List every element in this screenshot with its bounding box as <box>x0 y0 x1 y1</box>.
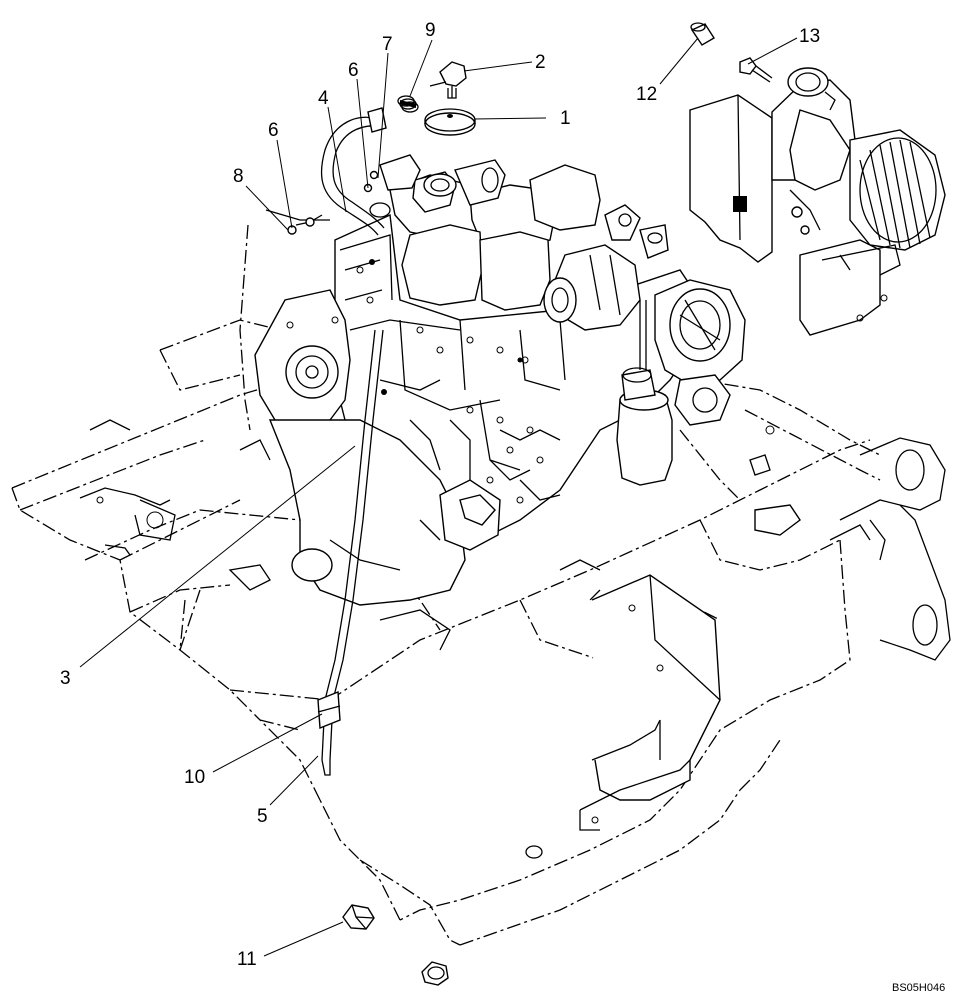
lower-linkage <box>228 425 801 651</box>
callout-1: 1 <box>560 108 571 129</box>
callout-11: 11 <box>237 949 257 970</box>
fitting-13 <box>739 57 773 83</box>
figure-id: BS05H046 <box>892 982 945 994</box>
hose-clamp <box>397 95 419 113</box>
turbocharger <box>543 204 669 331</box>
callout-8: 8 <box>233 166 244 187</box>
callout-5: 5 <box>257 806 268 827</box>
callout-10: 10 <box>184 767 205 788</box>
callout-3: 3 <box>60 668 71 689</box>
flywheel-housing <box>254 289 501 606</box>
callout-6a: 6 <box>348 60 359 81</box>
callout-2: 2 <box>535 52 546 73</box>
side-panel <box>525 574 721 859</box>
oil-fill-cap <box>424 108 476 136</box>
dipstick-tube <box>317 329 384 776</box>
rear-frame-tower <box>829 437 951 661</box>
plug-12 <box>690 22 715 46</box>
drain-fitting <box>421 961 449 986</box>
callout-9: 9 <box>425 20 436 41</box>
elbow-fitting <box>429 61 467 99</box>
bolt-11 <box>342 904 375 930</box>
callout-12: 12 <box>636 84 657 105</box>
breather-hose <box>265 107 387 236</box>
callout-4: 4 <box>318 88 329 109</box>
alternator <box>654 279 746 426</box>
callout-13: 13 <box>799 26 820 47</box>
leader-lines <box>79 37 798 957</box>
callout-6b: 6 <box>268 120 279 141</box>
callout-labels: 1 2 3 4 5 6 6 7 8 9 10 11 12 13 BS05H046 <box>60 20 945 994</box>
fuel-filter <box>616 300 673 486</box>
left-bracket <box>79 419 176 556</box>
callout-7: 7 <box>382 34 393 55</box>
air-cleaner-assembly <box>689 67 946 336</box>
